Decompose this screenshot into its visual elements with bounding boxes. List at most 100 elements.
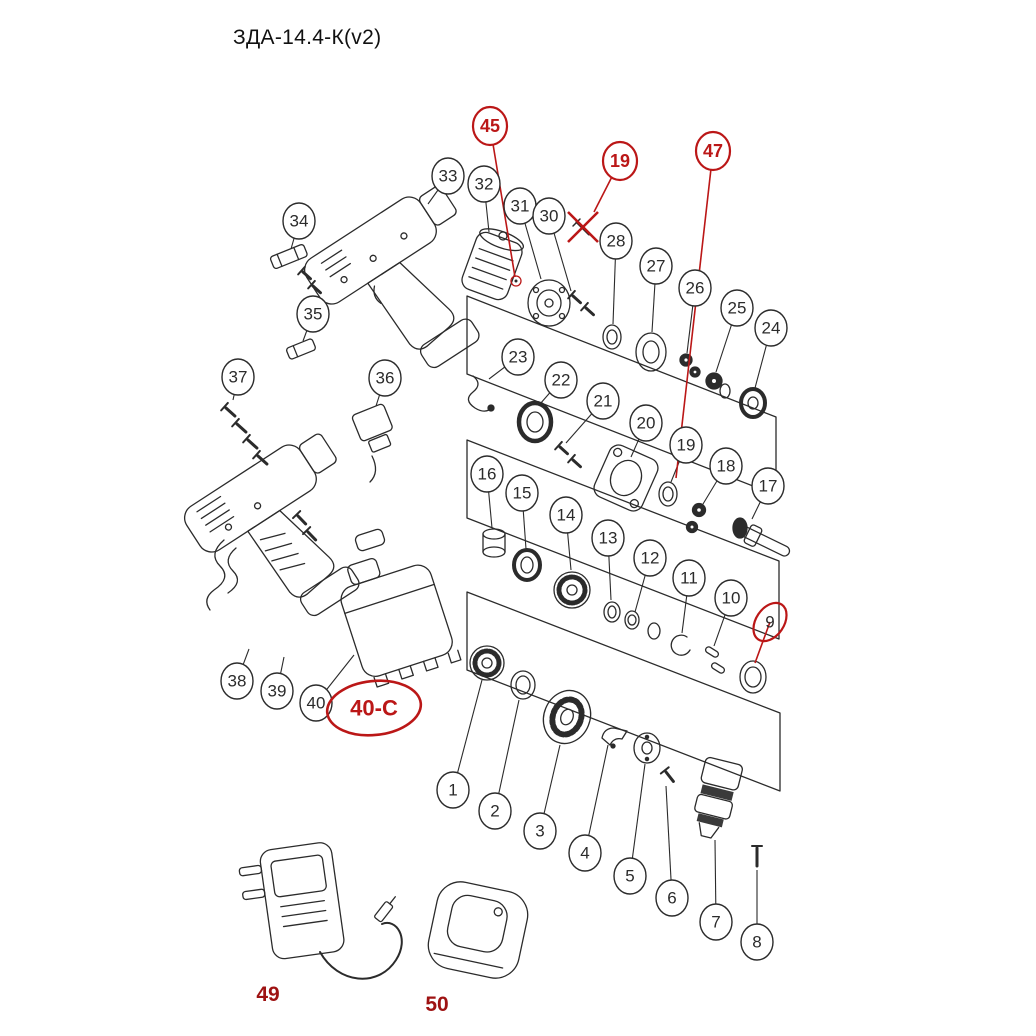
balloon-label-3: 3 (535, 822, 544, 841)
balloon-label-34: 34 (290, 212, 309, 231)
balloon-7: 7 (699, 903, 733, 941)
leader-line-47 (675, 150, 714, 479)
screw-4 (252, 449, 269, 466)
balloon-label-11: 11 (680, 569, 698, 588)
balloon-23: 23 (501, 338, 535, 376)
ring-22 (516, 400, 554, 444)
balloon-label-17: 17 (759, 477, 778, 496)
balloon-label-10: 10 (722, 589, 741, 608)
motor-wires (206, 539, 239, 611)
balloon-label-38: 38 (228, 672, 247, 691)
leader-line-2 (494, 699, 520, 812)
cross-mark-line-2 (567, 211, 599, 243)
balloon-label-19: 19 (610, 151, 630, 171)
balloon-label-28: 28 (607, 232, 626, 251)
pins-10 (704, 646, 726, 674)
battery-pack (340, 557, 462, 688)
balloon-label-23: 23 (509, 348, 528, 367)
balloon-label-35: 35 (304, 305, 323, 324)
balloon-label-18: 18 (717, 457, 736, 476)
balloon-37: 37 (221, 358, 255, 396)
gearbox-housing-20 (593, 444, 659, 512)
balloon-40-C-red-big: 40-C (325, 679, 423, 737)
sleeve-16 (482, 528, 506, 558)
balloon-label-14: 14 (557, 506, 576, 525)
ring-gear-27 (635, 332, 667, 372)
balloon-2: 2 (478, 792, 512, 830)
balloon-6: 6 (655, 879, 689, 917)
balloon-label-36: 36 (376, 369, 395, 388)
balloon-24: 24 (754, 309, 788, 347)
balloon-45-red: 45 (471, 105, 509, 147)
balloon-label-12: 12 (641, 549, 660, 568)
balloon-18: 18 (709, 447, 743, 485)
balloon-10: 10 (714, 579, 748, 617)
balloon-label-7: 7 (711, 913, 720, 932)
balloon-3: 3 (523, 812, 557, 850)
balloon-label-40: 40 (307, 694, 326, 713)
balloon-33: 33 (431, 157, 465, 195)
screw-8 (302, 526, 318, 542)
bracket-34 (269, 244, 308, 270)
balloon-47-red: 47 (694, 130, 732, 172)
balloon-28: 28 (599, 222, 633, 260)
charger-adapter (238, 842, 403, 980)
free-labels-layer: 49 50 (256, 983, 448, 1016)
balloon-20: 20 (629, 404, 663, 442)
balloon-label-33: 33 (439, 167, 458, 186)
balloon-14: 14 (549, 496, 583, 534)
balloon-12: 12 (633, 539, 667, 577)
balloon-5: 5 (613, 857, 647, 895)
balloon-label-26: 26 (686, 279, 705, 298)
balloon-label-37: 37 (229, 368, 248, 387)
balloon-label-45: 45 (480, 116, 500, 136)
chuck-7 (694, 756, 743, 839)
balloon-label-5: 5 (625, 867, 634, 886)
balloon-39: 39 (260, 672, 294, 710)
ring-15 (512, 548, 542, 582)
balloon-13: 13 (591, 519, 625, 557)
lever-4 (601, 727, 628, 749)
circlip-11 (670, 634, 691, 656)
balloon-31: 31 (503, 187, 537, 225)
plate-5 (633, 732, 661, 764)
pinion-gears-18 (685, 502, 707, 534)
balloon-36: 36 (368, 359, 402, 397)
screw-5 (297, 265, 312, 281)
screw-2 (231, 417, 248, 434)
balloon-11: 11 (672, 559, 706, 597)
bracket-35 (286, 338, 316, 360)
balloon-label-31: 31 (511, 197, 530, 216)
clutch-collar-3 (542, 689, 592, 745)
balloon-16: 16 (470, 455, 504, 493)
balloon-label-19: 19 (677, 436, 696, 455)
label-49: 49 (256, 983, 279, 1006)
pin-45 (510, 275, 522, 287)
leader-line-1 (452, 679, 483, 791)
balloon-label-21: 21 (594, 392, 613, 411)
panel-bottom (466, 591, 781, 792)
washer-19 (658, 481, 678, 507)
screw-6 (307, 279, 322, 295)
drill-housing-upper-half (303, 185, 480, 369)
balloon-35: 35 (296, 295, 330, 333)
balloon-label-27: 27 (647, 257, 666, 276)
ring-2 (510, 670, 536, 700)
balloon-label-16: 16 (478, 465, 497, 484)
balloon-label-15: 15 (513, 484, 532, 503)
screw-1 (220, 401, 237, 418)
label-50: 50 (425, 993, 448, 1016)
balloon-40: 40 (299, 684, 333, 722)
balloon-label-39: 39 (268, 682, 287, 701)
gear-plate-31 (527, 279, 571, 327)
gear-cluster-14 (553, 571, 591, 609)
screw-11 (554, 440, 569, 456)
screws-group (220, 265, 763, 868)
balloon-label-30: 30 (540, 207, 559, 226)
screw-12 (567, 453, 582, 469)
balloon-19-red: 19 (601, 140, 639, 182)
gear-cap-1 (469, 645, 505, 681)
washer-13 (603, 601, 621, 623)
